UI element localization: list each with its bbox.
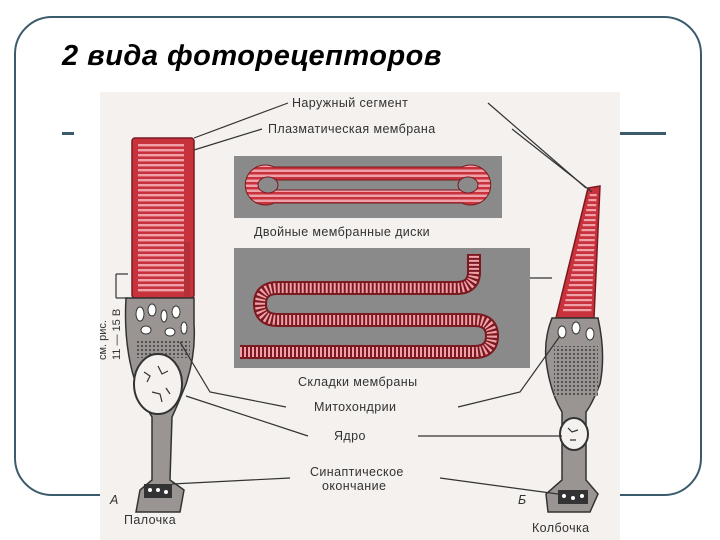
rod-nucleus [133,353,183,415]
label-synaptic-line2: окончание [322,479,386,493]
rod-disc [138,244,184,247]
rod-disc [138,209,184,212]
rod-disc [138,164,184,167]
cone-disc [574,259,594,262]
cone-discs [563,194,597,312]
cone-synaptic-terminal [558,490,588,504]
rod-disc [138,264,184,267]
cone-disc [579,239,595,242]
rod-disc [138,189,184,192]
title-rule-right [620,132,666,135]
cone-disc [565,299,592,302]
cone-disc [564,304,592,307]
label-rod: Палочка [124,513,176,527]
cone-mitochondria [557,321,595,341]
label-cone-letter: Б [518,493,527,507]
rod-disc [138,204,184,207]
cone-disc [585,214,596,217]
label-membrane-folds: Складки мембраны [298,375,417,389]
rod-disc [138,159,184,162]
label-double-discs: Двойные мембранные диски [254,225,430,239]
label-synaptic-line1: Синаптическое [310,465,404,479]
rod-disc [138,284,184,287]
side-reference: см. рис. 11 — 15 В [100,273,128,360]
rod-disc [138,169,184,172]
rod-disc [138,234,184,237]
membrane-folds-panel [234,248,530,368]
rod-cell [124,137,196,513]
label-outer-segment: Наружный сегмент [292,96,408,110]
rod-disc [138,149,184,152]
cone-disc [566,294,593,297]
rod-disc [138,279,184,282]
cone-disc [580,234,595,237]
rod-discs [138,144,184,292]
rod-disc [138,144,184,147]
cone-disc [587,204,597,207]
rod-disc [138,229,184,232]
cone-disc [588,199,597,202]
cone-nucleus [559,417,589,451]
cone-disc [572,269,594,272]
rod-disc [138,224,184,227]
rod-synaptic-terminal [144,484,172,498]
photoreceptor-diagram: см. рис. 11 — 15 В [100,96,604,535]
cone-disc [582,224,596,227]
rod-disc [138,289,184,292]
rod-disc [138,179,184,182]
rod-disc [138,239,184,242]
title-rule-left [62,132,74,135]
cone-disc [563,309,592,312]
cone-disc [576,249,595,252]
double-discs-panel [234,156,502,218]
rod-granular-zone [136,340,190,358]
rod-disc [138,184,184,187]
cone-cell [530,185,604,513]
cone-disc [586,209,597,212]
label-nucleus: Ядро [334,429,366,443]
rod-disc [138,274,184,277]
cone-disc [583,219,596,222]
slide-title: 2 вида фоторецепторов [62,40,442,72]
cone-granular-zone [554,346,598,396]
cone-disc [570,279,593,282]
label-mitochondria: Митохондрии [314,400,396,414]
rod-disc [138,219,184,222]
cone-disc [573,264,594,267]
rod-disc [138,214,184,217]
rod-disc [138,154,184,157]
rod-disc [138,259,184,262]
label-rod-letter: А [109,493,119,507]
rod-disc [138,174,184,177]
cone-disc [575,254,594,257]
leader-lines [171,102,593,495]
label-plasma-membrane: Плазматическая мембрана [268,122,436,136]
rod-disc [138,269,184,272]
side-ref-line1: см. рис. [100,320,109,360]
cone-disc [568,284,593,287]
rod-disc [138,254,184,257]
cone-disc [578,244,595,247]
rod-cilium [184,242,190,312]
cone-disc [581,229,596,232]
photoreceptor-figure: см. рис. 11 — 15 В [100,92,620,540]
rod-mitochondria [135,303,188,337]
cone-disc [589,194,597,197]
rod-disc [138,194,184,197]
rod-disc [138,249,184,252]
label-cone: Колбочка [532,521,590,535]
cone-disc [567,289,593,292]
rod-disc [138,199,184,202]
cone-disc [571,274,594,277]
side-ref-line2: 11 — 15 В [111,309,123,360]
